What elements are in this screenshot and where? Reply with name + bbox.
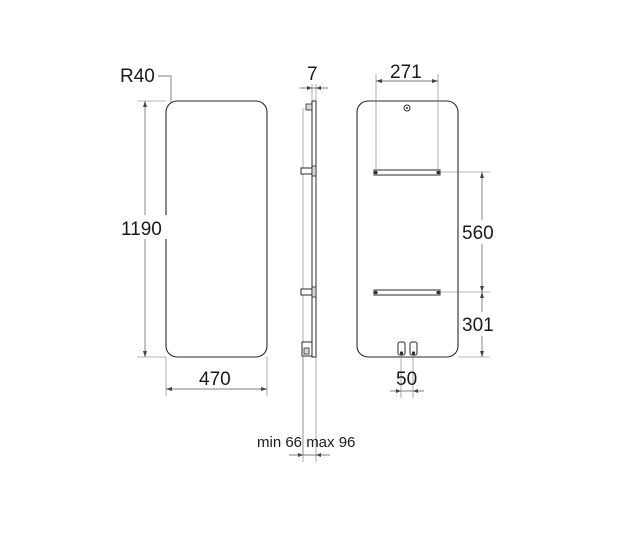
- offset-arrow-top: [480, 292, 484, 298]
- offset-arrow-bottom: [480, 351, 484, 357]
- lower-rail-screw-left: [374, 290, 378, 295]
- rail-label-bg: [461, 220, 499, 244]
- valve-left: [397, 341, 406, 356]
- thickness-arrow-right: [316, 86, 321, 90]
- upper-rail-screw-left: [374, 170, 378, 175]
- height-label-bg: [119, 215, 167, 239]
- width-label: 470: [199, 369, 231, 390]
- top-wall-fixing: [305, 103, 313, 111]
- height-arrow-top: [143, 101, 147, 107]
- rail-arrow-bottom: [480, 286, 484, 292]
- thickness-arrow-left: [307, 86, 312, 90]
- upper-rail: [373, 169, 441, 176]
- lower-bracket-clip: [311, 286, 317, 298]
- valve-right: [409, 341, 418, 356]
- connection-arrow-left: [396, 389, 401, 393]
- height-arrow-bottom: [143, 351, 147, 357]
- rear-panel: [356, 100, 459, 358]
- width-arrow-right: [261, 387, 267, 391]
- upper-rail-screw-right: [436, 170, 440, 175]
- side-panel-profile: [311, 100, 317, 358]
- valve-right-port: [411, 351, 416, 355]
- offset-label-bg: [461, 312, 499, 336]
- front-panel: [165, 100, 268, 358]
- side-view: 7 min 66 max 96: [257, 64, 355, 462]
- bracket-arrow-left: [376, 79, 382, 83]
- corner-radius-label: R40: [120, 66, 155, 87]
- bottom-valve-cap: [303, 347, 310, 355]
- bracket-spacing-label: 271: [390, 62, 422, 83]
- hanger-hole-center: [406, 107, 408, 109]
- thickness-label-text: 7: [307, 64, 318, 85]
- valve-left-port: [399, 351, 404, 355]
- height-label: 1190: [121, 219, 162, 240]
- front-view: R40 1190 470: [119, 66, 268, 396]
- rail-arrow-top: [480, 172, 484, 178]
- bracket-arrow-right: [432, 79, 438, 83]
- connection-arrow-right: [413, 389, 418, 393]
- lower-rail: [373, 289, 441, 296]
- upper-bracket: [300, 167, 313, 175]
- distance-arrow-left: [298, 453, 303, 457]
- connection-spacing-label: 50: [396, 369, 417, 390]
- wall-distance-label: min 66 max 96: [257, 434, 355, 451]
- bottom-offset-label: 301: [462, 315, 494, 336]
- lower-rail-screw-right: [436, 290, 440, 295]
- radius-leader: [158, 75, 172, 103]
- upper-bracket-clip: [311, 165, 317, 177]
- width-arrow-left: [166, 387, 172, 391]
- lower-bracket: [300, 288, 313, 296]
- rear-view: 271 560 301 50: [356, 62, 499, 398]
- rail-spacing-label: 560: [462, 223, 494, 244]
- distance-arrow-right: [316, 453, 321, 457]
